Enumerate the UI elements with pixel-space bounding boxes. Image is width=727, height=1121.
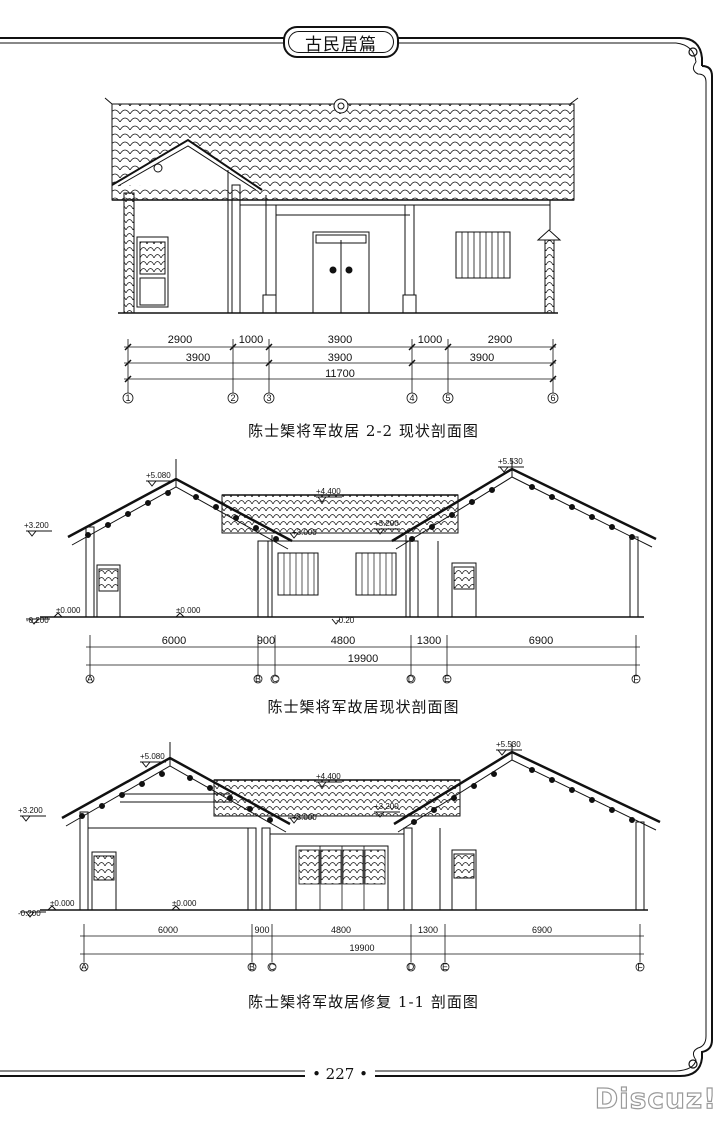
drawing-restoration-section: +5.080 +5.530 +4.400 +3.200 +3.000 +3.20… [18, 740, 661, 972]
drawing-2-2-section [104, 97, 579, 314]
axis-label: 5 [445, 393, 450, 403]
dim-total: 19900 [348, 653, 379, 665]
level-mark: ±0.000 [56, 606, 81, 615]
dim-value: 1000 [239, 334, 263, 346]
section-title: 古民居篇 [305, 34, 377, 55]
level-mark: -0.200 [18, 909, 41, 918]
level-mark: -0.20 [336, 616, 355, 625]
axis-label: B [249, 962, 255, 972]
level-mark: +3.200 [374, 802, 399, 811]
level-mark: -0.200 [26, 616, 49, 625]
dim-value: 1300 [417, 635, 441, 647]
axis-label: E [444, 674, 450, 684]
level-mark: +3.200 [374, 519, 399, 528]
axis-label: 3 [266, 393, 271, 403]
level-mark: ±0.000 [176, 606, 201, 615]
dim-value: 3900 [470, 352, 494, 364]
level-mark: +3.200 [18, 806, 43, 815]
dim-value: 900 [257, 635, 275, 647]
dim-value: 3900 [328, 334, 352, 346]
axis-label: 4 [409, 393, 414, 403]
level-mark: +5.080 [146, 471, 171, 480]
figure-caption: 陈士榘将军故居修复 1-1 剖面图 [248, 993, 479, 1011]
dim-value: 900 [254, 925, 269, 935]
level-mark: ±0.000 [50, 899, 75, 908]
dimension-chain-2-2: 2900 1000 3900 1000 2900 3900 3900 3900 … [122, 334, 559, 404]
dim-value: 6900 [532, 925, 552, 935]
watermark-logo: Discuz! [594, 1081, 717, 1115]
level-mark: +4.400 [316, 772, 341, 781]
axis-label: A [87, 674, 93, 684]
drawing-current-section: +5.080 +5.530 +4.400 +3.200 +3.000 +3.20… [24, 457, 657, 684]
axis-label: 1 [125, 393, 130, 403]
dim-value: 3900 [328, 352, 352, 364]
level-mark: +4.400 [316, 487, 341, 496]
figure-caption: 陈士榘将军故居现状剖面图 [267, 698, 460, 716]
dim-total: 11700 [325, 368, 355, 380]
axis-label: F [633, 674, 639, 684]
level-mark: +3.000 [292, 528, 317, 537]
level-mark: +5.530 [496, 740, 521, 749]
dim-value: 6000 [158, 925, 178, 935]
dim-value: 6900 [529, 635, 553, 647]
dim-value: 1300 [418, 925, 438, 935]
axis-label: A [81, 962, 87, 972]
axis-label: B [255, 674, 261, 684]
dim-value: 6000 [162, 635, 186, 647]
dim-value: 4800 [331, 635, 355, 647]
level-mark: +3.000 [292, 813, 317, 822]
axis-label: D [408, 962, 415, 972]
dim-value: 2900 [168, 334, 192, 346]
level-mark: ±0.000 [172, 899, 197, 908]
figure-caption: 陈士榘将军故居 2-2 现状剖面图 [248, 422, 479, 440]
section-title-badge: 古民居篇 [283, 26, 399, 58]
dim-value: 3900 [186, 352, 210, 364]
dim-total: 19900 [349, 943, 374, 953]
axis-label: 2 [230, 393, 235, 403]
level-mark: +3.200 [24, 521, 49, 530]
dim-value: 4800 [331, 925, 351, 935]
axis-label: E [442, 962, 448, 972]
dim-value: 1000 [418, 334, 442, 346]
page-number: • 227 • [305, 1065, 375, 1083]
dim-value: 2900 [488, 334, 512, 346]
level-mark: +5.530 [498, 457, 523, 466]
axis-label: C [272, 674, 279, 684]
axis-label: F [637, 962, 643, 972]
axis-label: C [269, 962, 276, 972]
level-mark: +5.080 [140, 752, 165, 761]
axis-label: D [408, 674, 415, 684]
axis-label: 6 [550, 393, 555, 403]
